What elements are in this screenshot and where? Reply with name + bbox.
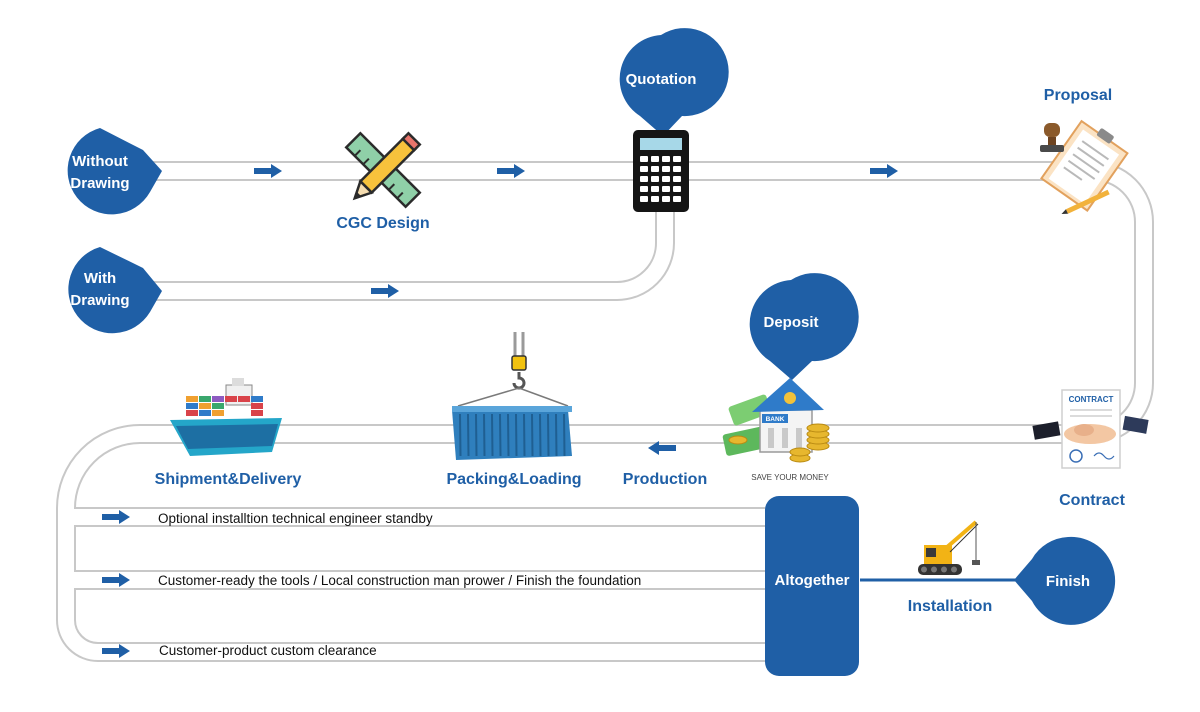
contract-label: Contract [1059, 492, 1125, 509]
without-drawing-line2: Drawing [70, 175, 129, 192]
calculator-key [673, 176, 681, 182]
note-engineer-standby: Optional installtion technical engineer … [158, 511, 433, 526]
proposal-label: Proposal [1044, 87, 1112, 104]
calculator-key [651, 196, 659, 202]
installation-label: Installation [908, 598, 992, 615]
stamp-document-icon [1040, 119, 1129, 215]
calculator-key [673, 166, 681, 172]
ship-container [199, 403, 211, 409]
production-label: Production [623, 471, 707, 488]
bank-money-icon: BANK [722, 378, 830, 463]
calculator-key [640, 186, 648, 192]
bank-caption: SAVE YOUR MONEY [751, 473, 829, 482]
calculator-key [662, 156, 670, 162]
calculator-key [651, 166, 659, 172]
calculator-key [640, 156, 648, 162]
with-drawing-line1: With [84, 270, 116, 287]
crawler-crane-icon [918, 520, 980, 575]
container-rib [539, 413, 542, 457]
deposit-bubble: Deposit [749, 273, 859, 380]
start-without-drawing: Without Drawing [67, 128, 162, 215]
deposit-label: Deposit [763, 314, 818, 331]
altogether-label: Altogether [775, 572, 850, 589]
container-rib [499, 413, 502, 457]
quotation-bubble: Quotation [619, 28, 729, 136]
quotation-label: Quotation [626, 71, 697, 88]
finish-bubble: Finish [1014, 536, 1116, 625]
container-rib [563, 413, 566, 457]
calculator-key [651, 186, 659, 192]
container-rib [515, 413, 518, 457]
shipment-delivery-label: Shipment&Delivery [155, 471, 302, 488]
calculator-key [651, 156, 659, 162]
container-crane-icon [452, 332, 572, 460]
calculator-key [662, 176, 670, 182]
container-rib [531, 413, 534, 457]
calculator-key [673, 156, 681, 162]
ship-container [225, 396, 237, 402]
ship-container [251, 410, 263, 416]
calculator-key [640, 176, 648, 182]
calculator-key [640, 166, 648, 172]
ship-container [212, 396, 224, 402]
cgc-design-label: CGC Design [336, 215, 429, 232]
calculator-icon [633, 130, 689, 212]
finish-label: Finish [1046, 573, 1090, 590]
ship-container [251, 403, 263, 409]
cargo-ship-icon [170, 378, 282, 456]
ship-container [212, 403, 224, 409]
container-rib [547, 413, 550, 457]
handshake-contract-icon: CONTRACT [1032, 389, 1149, 469]
bank-sign: BANK [766, 416, 785, 423]
calculator-key [673, 186, 681, 192]
altogether-box [765, 496, 859, 676]
ship-container [199, 396, 211, 402]
calculator-key [651, 176, 659, 182]
contract-doc-title: CONTRACT [1069, 395, 1114, 404]
ship-container [212, 410, 224, 416]
without-drawing-line1: Without [72, 153, 128, 170]
container-rib [491, 413, 494, 457]
calculator-key [662, 186, 670, 192]
ship-container [199, 410, 211, 416]
container-rib [475, 413, 478, 457]
note-customer-ready: Customer-ready the tools / Local constru… [158, 573, 641, 588]
container-rib [507, 413, 510, 457]
ship-container [186, 403, 198, 409]
with-drawing-line2: Drawing [70, 292, 129, 309]
calculator-key [662, 166, 670, 172]
note-custom-clearance: Customer-product custom clearance [159, 643, 377, 658]
container-rib [467, 413, 470, 457]
calculator-key [673, 196, 681, 202]
container-rib [555, 413, 558, 457]
ship-container [251, 396, 263, 402]
ship-container [238, 396, 250, 402]
ship-container [186, 396, 198, 402]
calculator-key [640, 196, 648, 202]
container-rib [523, 413, 526, 457]
container-rib [483, 413, 486, 457]
packing-loading-label: Packing&Loading [446, 471, 581, 488]
start-with-drawing: With Drawing [68, 247, 162, 334]
ship-container [186, 410, 198, 416]
container-rib [459, 413, 462, 457]
calculator-key [662, 196, 670, 202]
ruler-pencil-icon [344, 131, 422, 209]
flow-tracks [56, 161, 1154, 662]
